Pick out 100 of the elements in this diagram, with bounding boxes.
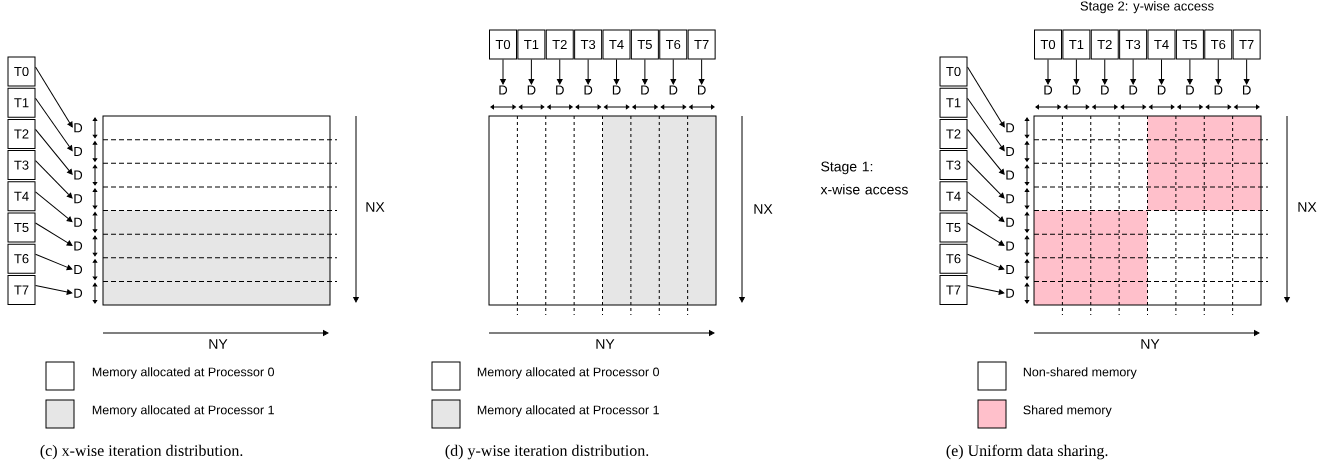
thread-box: T0 — [489, 29, 517, 60]
arrow — [967, 253, 1005, 271]
data-label: D — [74, 123, 83, 133]
thread-box: T1 — [517, 29, 546, 60]
data-label: D — [74, 146, 83, 156]
arrow — [967, 222, 1005, 246]
arrow — [613, 59, 620, 85]
data-label: D — [74, 217, 83, 227]
legend-text: Memory allocated at Processor 1 — [92, 405, 274, 417]
thread-box: T3 — [7, 150, 36, 181]
arrow — [670, 59, 677, 85]
data-label: D — [1072, 85, 1081, 95]
data-label: D — [669, 85, 678, 95]
arrow — [35, 128, 73, 175]
data-label: D — [1214, 85, 1223, 95]
arrow — [35, 222, 73, 246]
thread-box: T4 — [602, 29, 631, 60]
arrow — [642, 59, 648, 85]
legend-text: Memory allocated at Processor 0 — [92, 367, 275, 379]
arrow — [35, 191, 73, 223]
thread-box: T7 — [687, 29, 716, 60]
data-label: D — [74, 170, 83, 180]
data-label: D — [1186, 85, 1194, 95]
arrow — [967, 128, 1005, 175]
arrow — [1158, 59, 1165, 85]
data-label: D — [1157, 85, 1166, 95]
data-label: D — [1006, 288, 1015, 298]
data-label: D — [1006, 217, 1015, 227]
stage-label: Stage 1: x-wise access — [820, 161, 908, 195]
axis-label: NX — [754, 204, 773, 214]
thread-box: T3 — [1119, 29, 1148, 60]
thread-box: T0 — [939, 56, 968, 87]
caption: (c) x-wise iteration distribution. — [40, 444, 243, 460]
thread-box: T2 — [1090, 29, 1119, 60]
axis-label: NY — [596, 339, 615, 349]
data-label: D — [641, 85, 649, 95]
axis-label: NX — [1298, 202, 1317, 212]
legend-text: Memory allocated at Processor 0 — [477, 367, 660, 379]
thread-box: T7 — [939, 274, 968, 305]
thread-box: T6 — [7, 243, 36, 274]
arrow — [1101, 59, 1108, 85]
legend-text: Non-shared memory — [1023, 367, 1137, 379]
thread-box: T3 — [939, 150, 968, 181]
thread-box: T5 — [939, 212, 968, 243]
thread-box: T1 — [7, 87, 36, 118]
thread-box: T5 — [1175, 29, 1204, 60]
arrow — [1130, 59, 1136, 85]
arrow — [35, 97, 73, 152]
arrow — [35, 66, 73, 128]
arrow — [556, 59, 563, 85]
thread-box: T6 — [659, 29, 688, 60]
data-label: D — [499, 85, 508, 95]
arrow — [967, 191, 1005, 223]
thread-box: T1 — [1062, 29, 1091, 60]
arrow — [500, 59, 506, 85]
data-label: D — [1006, 194, 1015, 204]
arrow — [585, 59, 591, 85]
caption: (e) Uniform data sharing. — [946, 444, 1108, 460]
legend-text: Shared memory — [1023, 405, 1112, 417]
data-label: D — [74, 288, 83, 298]
arrow — [967, 284, 1005, 295]
axis-label: NY — [209, 339, 228, 349]
legend-text: Memory allocated at Processor 1 — [477, 405, 659, 417]
arrow — [528, 59, 535, 85]
arrow — [1073, 59, 1080, 85]
arrow — [1243, 59, 1250, 85]
data-label: D — [1006, 241, 1015, 251]
thread-box: T6 — [1204, 29, 1233, 60]
thread-box: T5 — [7, 212, 36, 243]
arrow — [698, 59, 705, 85]
thread-box: T5 — [630, 29, 659, 60]
data-label: D — [1129, 85, 1138, 95]
data-label: D — [74, 265, 83, 275]
arrow — [35, 160, 73, 199]
arrow — [967, 97, 1005, 152]
thread-box: T6 — [939, 243, 968, 274]
arrow — [35, 253, 73, 271]
thread-box: T0 — [1034, 29, 1062, 60]
data-label: D — [1243, 85, 1251, 95]
thread-box: T4 — [1147, 29, 1176, 60]
thread-box: T1 — [939, 87, 968, 118]
axis-label: NX — [366, 202, 385, 212]
data-label: D — [1006, 170, 1015, 180]
thread-box: T3 — [574, 29, 603, 60]
thread-box: T2 — [939, 118, 968, 149]
data-label: D — [612, 85, 621, 95]
data-label: D — [556, 85, 564, 95]
data-label: D — [698, 85, 706, 95]
data-label: D — [1006, 265, 1015, 275]
thread-box: T2 — [7, 118, 36, 149]
arrow — [35, 284, 73, 295]
thread-box: T0 — [7, 56, 36, 87]
data-label: D — [584, 85, 593, 95]
thread-box: T4 — [7, 181, 36, 212]
data-label: D — [1044, 85, 1053, 95]
axis-label: NY — [1141, 339, 1160, 349]
data-label: D — [74, 241, 83, 251]
arrow — [967, 160, 1005, 199]
arrow — [1187, 59, 1193, 85]
data-label: D — [74, 194, 83, 204]
